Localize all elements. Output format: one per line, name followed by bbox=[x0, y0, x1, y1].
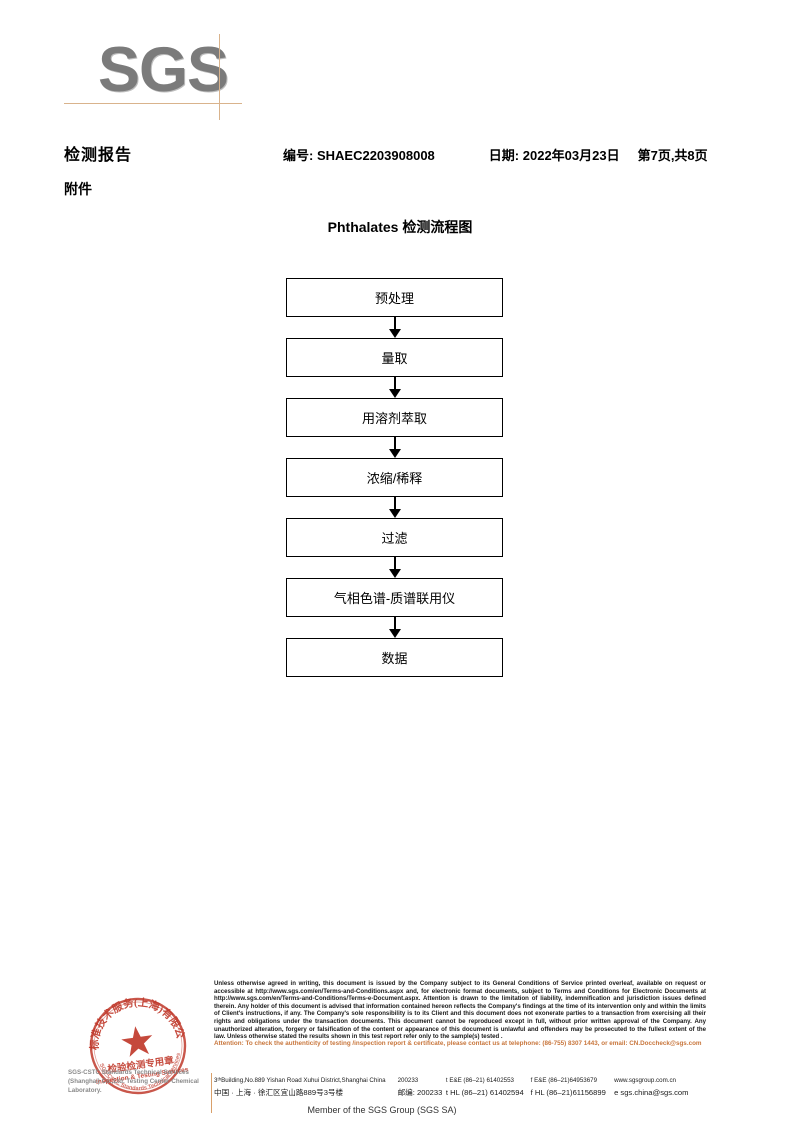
flow-box-measure: 量取 bbox=[286, 338, 503, 377]
fax-cn: f HL (86–21)61156899 bbox=[530, 1088, 606, 1097]
sgs-wordmark: SGS bbox=[98, 35, 229, 105]
zip-cn-label: 邮编: bbox=[397, 1088, 415, 1097]
flow-step: 用溶剂萃取 bbox=[286, 398, 503, 437]
company-legal-name: SGS-CSTC Standards Technical Services (S… bbox=[68, 1069, 199, 1094]
zip-cn-value: 200233 bbox=[417, 1088, 443, 1097]
website-url[interactable]: www.sgsgroup.com.cn bbox=[614, 1077, 676, 1084]
flow-step: 气相色谱-质谱联用仪 bbox=[286, 578, 503, 617]
page-footer: 正标准技术服务(上海)有限公司 检验检测专用章 Inspection & Tes… bbox=[0, 978, 800, 1131]
zip-cn: 邮编: 200233 bbox=[398, 1087, 446, 1099]
flow-arrow-icon bbox=[286, 317, 503, 338]
flow-arrow-icon bbox=[286, 497, 503, 518]
logo-vertical-rule bbox=[219, 34, 220, 120]
flow-box-filtration: 过滤 bbox=[286, 518, 503, 557]
report-number: 编号: SHAEC2203908008 bbox=[283, 148, 435, 163]
flow-box-concentrate-dilute: 浓缩/稀释 bbox=[286, 458, 503, 497]
flow-step: 数据 bbox=[286, 638, 503, 677]
report-number-value: SHAEC2203908008 bbox=[316, 148, 435, 163]
report-date: 日期: 2022年03月23日 bbox=[489, 148, 620, 163]
flow-arrow-icon bbox=[286, 617, 503, 638]
flow-arrow-icon bbox=[286, 437, 503, 458]
telephone-en: t E&E (86–21) 61402553 bbox=[445, 1077, 514, 1084]
legal-terms-text: Unless otherwise agreed in writing, this… bbox=[214, 980, 706, 1041]
flow-step: 量取 bbox=[286, 338, 503, 377]
page-title: 检测报告 bbox=[64, 147, 133, 164]
member-of-group-line: Member of the SGS Group (SGS SA) bbox=[307, 1105, 457, 1115]
report-date-value: 2022年03月23日 bbox=[522, 148, 620, 163]
telephone-cn: t HL (86–21) 61402594 bbox=[445, 1088, 524, 1097]
logo-horizontal-rule bbox=[64, 103, 242, 104]
report-number-label: 编号: bbox=[283, 148, 314, 163]
attention-notice: Attention: To check the authenticity of … bbox=[214, 1040, 702, 1047]
page-indicator: 第7页,共8页 bbox=[637, 148, 708, 163]
flowchart-title: Phthalates 检测流程图 bbox=[327, 219, 473, 235]
email-address[interactable]: e sgs.china@sgs.com bbox=[614, 1088, 689, 1097]
flowchart: 预处理 量取 用溶剂萃取 浓缩/稀释 过滤 气相色谱-质谱联用仪 数据 bbox=[286, 278, 503, 677]
contact-details-table: 3ᵗʰBuilding,No.889 Yishan Road Xuhui Dis… bbox=[214, 1075, 706, 1099]
address-en: 3ᵗʰBuilding,No.889 Yishan Road Xuhui Dis… bbox=[214, 1077, 386, 1084]
contact-row-en: 3ᵗʰBuilding,No.889 Yishan Road Xuhui Dis… bbox=[214, 1075, 706, 1087]
flow-box-solvent-extraction: 用溶剂萃取 bbox=[286, 398, 503, 437]
flow-box-data: 数据 bbox=[286, 638, 503, 677]
footer-divider bbox=[211, 1073, 212, 1113]
contact-row-cn: 中国 · 上海 · 徐汇区宜山路889号3号楼 邮编: 200233 t HL … bbox=[214, 1087, 706, 1099]
attachment-label: 附件 bbox=[64, 181, 92, 197]
flow-box-gcms: 气相色谱-质谱联用仪 bbox=[286, 578, 503, 617]
flow-arrow-icon bbox=[286, 557, 503, 578]
fax-en: f E&E (86–21)64953679 bbox=[530, 1077, 598, 1084]
flow-step: 过滤 bbox=[286, 518, 503, 557]
report-date-label: 日期: bbox=[488, 148, 520, 163]
company-seal-stamp: 正标准技术服务(上海)有限公司 检验检测专用章 Inspection & Tes… bbox=[76, 986, 206, 1104]
zip-en: 200233 bbox=[397, 1077, 419, 1084]
address-cn: 中国 · 上海 · 徐汇区宜山路889号3号楼 bbox=[214, 1088, 344, 1097]
flow-step: 预处理 bbox=[286, 278, 503, 317]
sgs-logo: SGS bbox=[64, 34, 254, 120]
header-meta: 编号: SHAEC2203908008 日期: 2022年03月23日 第7页,共8… bbox=[283, 145, 708, 164]
flow-arrow-icon bbox=[286, 377, 503, 398]
flow-box-pretreatment: 预处理 bbox=[286, 278, 503, 317]
flow-step: 浓缩/稀释 bbox=[286, 458, 503, 497]
